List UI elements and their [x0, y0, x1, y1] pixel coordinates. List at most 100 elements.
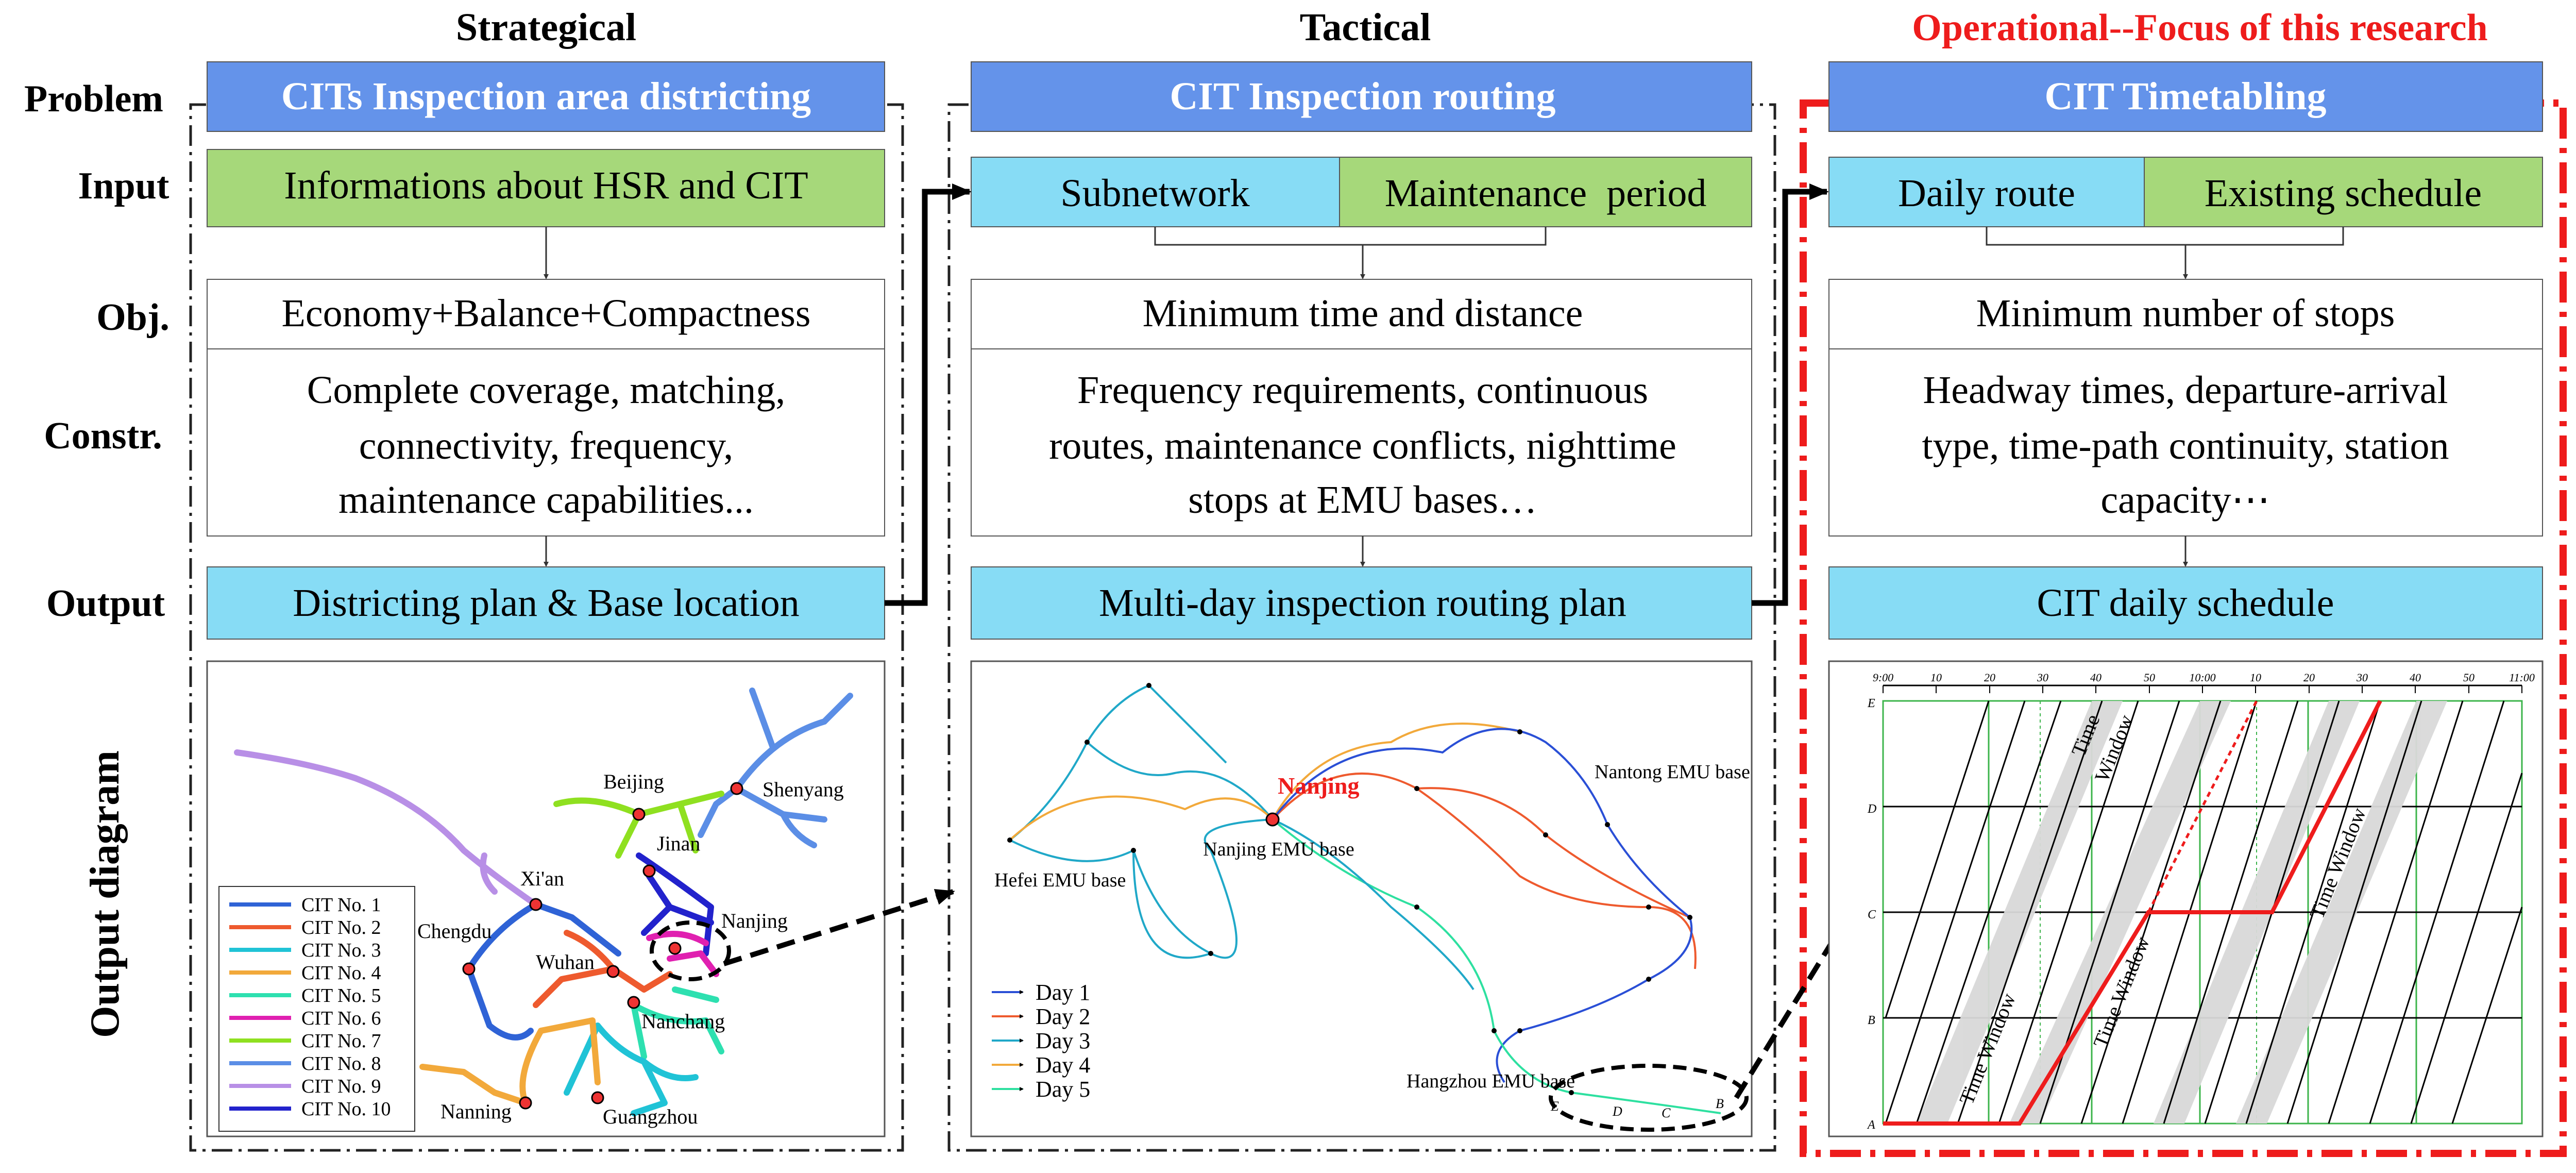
tactical-constr-line-2: routes, maintenance conflicts, nighttime	[1049, 424, 1676, 467]
timetable-diagram: 9:00 10 20 30 40 50 10:00 10 20 30 40 50…	[1828, 660, 2544, 1137]
timetable-station-e: E	[1867, 697, 1875, 710]
dashed-arrow-map-to-routing	[723, 889, 955, 966]
routing-legend-day-1: Day 1	[1036, 980, 1090, 1005]
routing-legend	[992, 990, 1024, 1091]
map-legend-label-1: CIT No. 1	[301, 894, 381, 916]
operational-input-right-text: Existing schedule	[2205, 172, 2482, 215]
timetable-time-10-00: 10:00	[2189, 671, 2215, 684]
tactical-input-left-box	[971, 157, 1340, 227]
timetable-time-10-20: 20	[2303, 671, 2315, 684]
tactical-problem-text: CIT Inspection routing	[1170, 75, 1556, 118]
operational-obj-text: Minimum number of stops	[1976, 292, 2395, 335]
routing-label-hefei-base: Hefei EMU base	[994, 869, 1126, 891]
row-label-output-diagram: Output diagram	[82, 750, 128, 1038]
operational-output-box	[1828, 566, 2543, 640]
routing-diagram: Nanjing Nanjing EMU base Hefei EMU base …	[970, 660, 1753, 1137]
operational-obj-box	[1828, 279, 2543, 349]
strategical-obj-text: Economy+Balance+Compactness	[281, 292, 810, 335]
strategical-constr-line-2: connectivity, frequency,	[359, 424, 734, 467]
row-label-input: Input	[78, 165, 170, 207]
routing-label-nanjing: Nanjing	[1278, 773, 1359, 799]
map-legend-label-9: CIT No. 9	[301, 1076, 381, 1097]
timetable-time-10-40: 40	[2410, 671, 2421, 684]
timetable-time-9-20: 20	[1984, 671, 1995, 684]
tactical-input-left-text: Subnetwork	[1060, 172, 1249, 215]
city-label-chengdu: Chengdu	[417, 919, 492, 943]
city-label-nanning: Nanning	[440, 1100, 512, 1123]
tactical-constr-line-3: stops at EMU bases…	[1188, 478, 1537, 522]
timetable-time-10-50: 50	[2463, 671, 2475, 684]
operational-frame	[1800, 99, 2567, 1157]
operational-output-text: CIT daily schedule	[2037, 581, 2334, 625]
routing-legend-day-5: Day 5	[1036, 1077, 1090, 1102]
row-label-problem: Problem	[24, 78, 163, 120]
operational-input-right-box	[2144, 157, 2543, 227]
routing-label-nanjing-base-text: Nanjing EMU base	[1203, 839, 1354, 860]
routing-station-d: D	[1612, 1104, 1622, 1119]
city-label-xian: Xi'an	[520, 867, 564, 890]
tactical-constr-line-1: Frequency requirements, continuous	[1077, 368, 1648, 412]
city-label-nanjing: Nanjing	[721, 909, 788, 932]
row-label-obj: Obj.	[96, 296, 170, 339]
routing-legend-day-3: Day 3	[1036, 1028, 1090, 1053]
strategical-input-box	[207, 149, 885, 227]
strategical-constr-box	[207, 348, 885, 537]
operational-constr-box	[1828, 348, 2543, 537]
strategical-problem-text: CITs Inspection area districting	[281, 75, 811, 118]
strategical-obj-box	[207, 279, 885, 349]
routing-label-nantong-base: Nantong EMU base	[1595, 761, 1750, 783]
strategical-constr-line-1: Complete coverage, matching,	[307, 368, 786, 412]
city-label-guangzhou: Guangzhou	[603, 1105, 698, 1128]
strategical-output-box	[207, 566, 885, 640]
map-legend-label-4: CIT No. 4	[301, 962, 381, 984]
column-header-tactical: Tactical	[1300, 6, 1431, 49]
map-legend-label-10: CIT No. 10	[301, 1098, 391, 1120]
timetable-time-11-00: 11:00	[2509, 671, 2535, 684]
strategical-problem-box	[207, 61, 885, 132]
tactical-frame	[947, 103, 1776, 1152]
timetable-time-9-30: 30	[2037, 671, 2048, 684]
map-legend-label-8: CIT No. 8	[301, 1053, 381, 1075]
routing-label-nanjing-base: Nanjing EMU base	[1203, 839, 1354, 860]
map-legend-label-5: CIT No. 5	[301, 985, 381, 1007]
tactical-input-right-text: Maintenance period	[1385, 172, 1707, 215]
operational-input-left-text: Daily route	[1898, 172, 2075, 215]
column-header-strategical: Strategical	[456, 6, 636, 49]
row-label-constr: Constr.	[44, 415, 162, 457]
nanjing-highlight-ellipse	[650, 920, 731, 981]
city-label-shenyang: Shenyang	[762, 778, 844, 801]
timetable-time-9-10: 10	[1930, 671, 1942, 684]
city-label-beijing: Beijing	[603, 770, 664, 793]
timetable-station-d: D	[1867, 802, 1876, 816]
tactical-obj-box	[971, 279, 1752, 349]
strategical-input-text: Informations about HSR and CIT	[284, 164, 808, 207]
operational-input-left-box	[1828, 157, 2145, 227]
tactical-output-text: Multi-day inspection routing plan	[1099, 581, 1626, 625]
timetable-station-b: B	[1868, 1014, 1875, 1027]
row-label-output: Output	[46, 582, 165, 625]
tactical-output-box	[971, 566, 1752, 640]
timetable-time-9-40: 40	[2090, 671, 2102, 684]
routing-station-b: B	[1716, 1096, 1724, 1111]
operational-input-bracket	[1986, 227, 2344, 246]
map-legend-swatches	[229, 902, 291, 1111]
routing-station-c: C	[1662, 1105, 1671, 1120]
routing-legend-day-4: Day 4	[1036, 1052, 1090, 1078]
tactical-obj-text: Minimum time and distance	[1143, 292, 1583, 335]
districting-map: Beijing Shenyang Jinan Xi'an Nanjing Che…	[206, 660, 886, 1137]
strategical-frame	[189, 103, 904, 1152]
column-header-operational: Operational--Focus of this research	[1912, 7, 2487, 49]
timetable-station-c: C	[1868, 908, 1876, 921]
city-label-jinan: Jinan	[657, 832, 700, 855]
map-legend-label-2: CIT No. 2	[301, 917, 381, 939]
tactical-constr-box	[971, 348, 1752, 537]
routing-label-hangzhou-base: Hangzhou EMU base	[1406, 1070, 1575, 1092]
operational-problem-text: CIT Timetabling	[2045, 75, 2327, 118]
tactical-input-bracket	[1154, 227, 1547, 246]
operational-constr-line-1: Headway times, departure-arrival	[1923, 368, 2448, 412]
operational-constr-line-2: type, time-path continuity, station	[1922, 424, 2449, 467]
operational-problem-box	[1828, 61, 2543, 132]
operational-constr-line-3: capacity⋯	[2100, 478, 2270, 522]
timetable-station-a: A	[1867, 1118, 1875, 1132]
